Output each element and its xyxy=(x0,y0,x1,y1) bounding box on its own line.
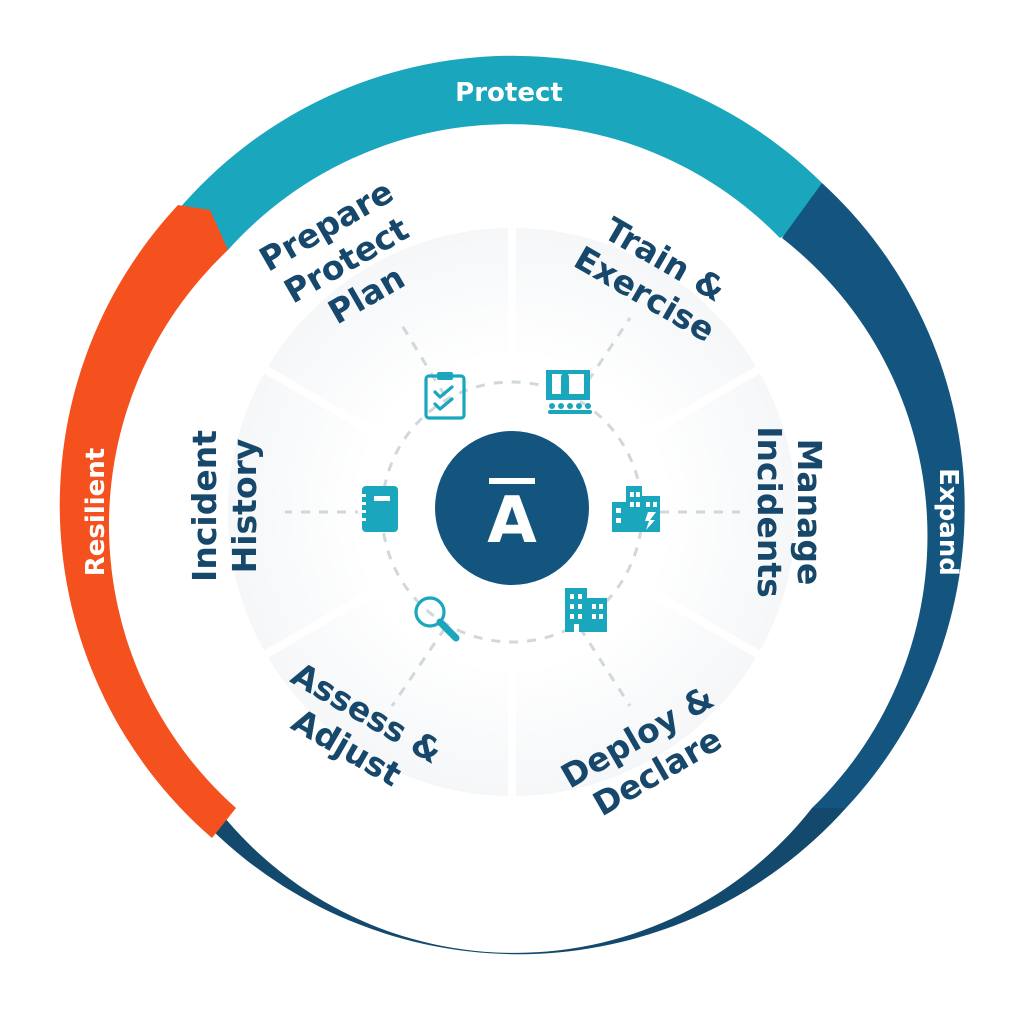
ring-arc-resilient xyxy=(59,205,236,838)
magnifier-icon xyxy=(414,596,460,642)
center-logo-letter: A xyxy=(487,484,537,558)
ring-arc-expand xyxy=(782,183,965,808)
presentation-icon xyxy=(546,370,592,414)
ring-arc-refine xyxy=(212,808,846,955)
ring-label-resilient: Resilient xyxy=(81,448,111,576)
segment-manage-line1: Manage xyxy=(790,439,829,586)
segment-label-manage: Manage Incidents xyxy=(750,426,829,598)
logo-bar xyxy=(489,478,535,484)
segment-incident-line2: History xyxy=(225,439,264,574)
ring-label-refine: Refine xyxy=(465,921,558,951)
outer-ring xyxy=(59,55,965,955)
ring-label-expand: Expand xyxy=(933,468,963,576)
office-building-icon xyxy=(565,588,607,632)
notebook-icon xyxy=(358,486,398,532)
ring-arc-protect xyxy=(178,55,836,250)
center-logo-circle xyxy=(435,431,589,585)
city-buildings-icon xyxy=(612,486,660,532)
clipboard-check-icon xyxy=(424,372,466,420)
segment-incident-line1: Incident xyxy=(185,430,224,582)
ring-label-protect: Protect xyxy=(455,78,563,108)
segment-manage-line2: Incidents xyxy=(750,426,789,598)
segment-label-incident-history: Incident History xyxy=(185,430,264,582)
dashed-spokes xyxy=(285,317,740,707)
